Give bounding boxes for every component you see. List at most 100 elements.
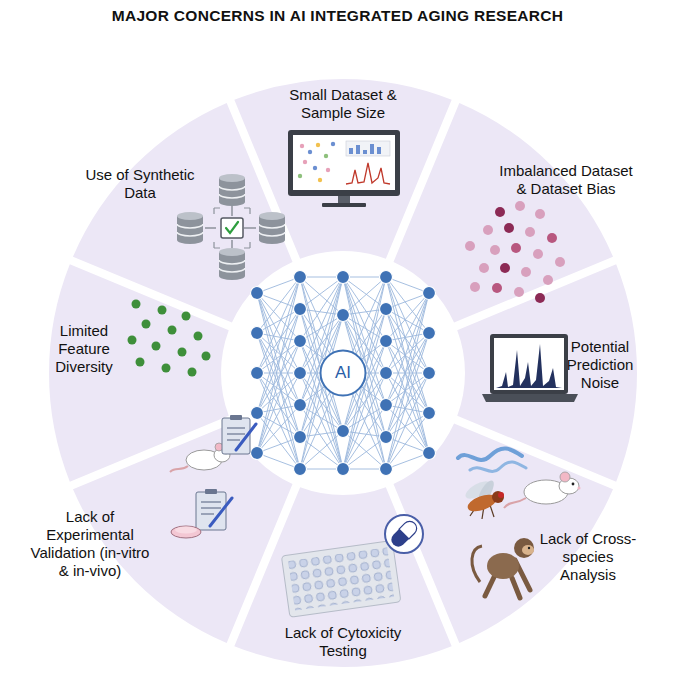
network-link [386, 277, 429, 413]
network-link [343, 315, 386, 341]
network-link [257, 333, 300, 469]
network-unit [380, 271, 393, 284]
network-link [386, 309, 429, 413]
network-link [300, 277, 343, 309]
network-link [300, 277, 343, 341]
network-link [386, 341, 429, 453]
network-unit [251, 367, 264, 380]
network-unit [423, 407, 436, 420]
network-link [257, 277, 300, 373]
network-unit [294, 271, 307, 284]
network-unit [423, 327, 436, 340]
network-link [300, 469, 343, 470]
network-link [300, 315, 343, 341]
network-link [386, 309, 429, 373]
network-link [386, 293, 429, 437]
ai-label: AI [309, 349, 377, 397]
network-link [343, 405, 386, 469]
network-link [343, 277, 386, 341]
network-unit [294, 335, 307, 348]
network-link [386, 333, 429, 341]
neural-network [251, 271, 436, 476]
network-link [343, 405, 386, 431]
network-link [386, 333, 429, 405]
network-link [257, 333, 300, 341]
network-link [300, 437, 343, 469]
network-link [386, 341, 429, 373]
diagram-title: MAJOR CONCERNS IN AI INTEGRATED AGING RE… [0, 7, 675, 25]
network-link [343, 277, 386, 315]
network-link [257, 293, 300, 437]
network-link [343, 431, 386, 437]
network-link [300, 431, 343, 469]
network-link [257, 309, 300, 333]
network-link [257, 413, 300, 469]
network-link [386, 373, 429, 437]
network-unit [337, 463, 350, 476]
ai-circle: AI [319, 349, 367, 397]
network-link [257, 277, 300, 413]
network-link [257, 341, 300, 373]
network-link [386, 333, 429, 373]
network-link [300, 277, 343, 278]
network-link [257, 373, 300, 469]
network-unit [380, 367, 393, 380]
segment-label: Use of Synthetic Data [78, 166, 202, 202]
network-link [386, 277, 429, 333]
network-link [343, 277, 386, 309]
network-link [386, 333, 429, 469]
network-link [257, 341, 300, 413]
network-link [386, 373, 429, 469]
network-unit [294, 431, 307, 444]
network-link [257, 333, 300, 437]
network-link [386, 277, 429, 453]
network-link [257, 437, 300, 453]
network-link [386, 373, 429, 453]
network-link [386, 293, 429, 341]
network-link [386, 437, 429, 453]
segment-label: Potential Prediction Noise [561, 338, 639, 392]
segment-label: Imbalanced Dataset & Dataset Bias [496, 162, 636, 198]
network-link [386, 293, 429, 373]
segment-label: Lack of Cross-species Analysis [536, 530, 640, 584]
segment-label: Lack of Experimental Validation (in-vitr… [26, 508, 154, 580]
network-link [257, 373, 300, 374]
network-link [257, 293, 300, 309]
network-link [300, 405, 343, 469]
network-unit [251, 407, 264, 420]
network-link [386, 373, 429, 413]
network-link [257, 405, 300, 413]
network-link [257, 373, 300, 453]
network-link [386, 293, 429, 405]
network-unit [380, 463, 393, 476]
network-unit [294, 367, 307, 380]
network-unit [251, 327, 264, 340]
network-link [386, 341, 429, 413]
network-link [257, 293, 300, 373]
network-link [343, 469, 386, 470]
clipboard-icon-part [230, 415, 242, 420]
network-unit [337, 425, 350, 438]
network-unit [294, 463, 307, 476]
segment-outline [71, 101, 297, 327]
concern-segment: Use of Synthetic Data [71, 101, 297, 327]
network-link [257, 277, 300, 453]
network-link [386, 309, 429, 453]
network-link [257, 309, 300, 373]
network-link [386, 413, 429, 469]
network-unit [294, 399, 307, 412]
network-link [257, 373, 300, 437]
network-link [386, 405, 429, 453]
network-link [386, 293, 429, 309]
network-unit [294, 303, 307, 316]
network-link [343, 437, 386, 469]
network-link [257, 293, 300, 405]
network-unit [380, 431, 393, 444]
network-unit [380, 335, 393, 348]
network-link [257, 373, 300, 405]
segment-label: Small Dataset & Sample Size [288, 86, 398, 122]
network-link [257, 405, 300, 453]
network-unit [380, 399, 393, 412]
network-link [343, 431, 386, 469]
